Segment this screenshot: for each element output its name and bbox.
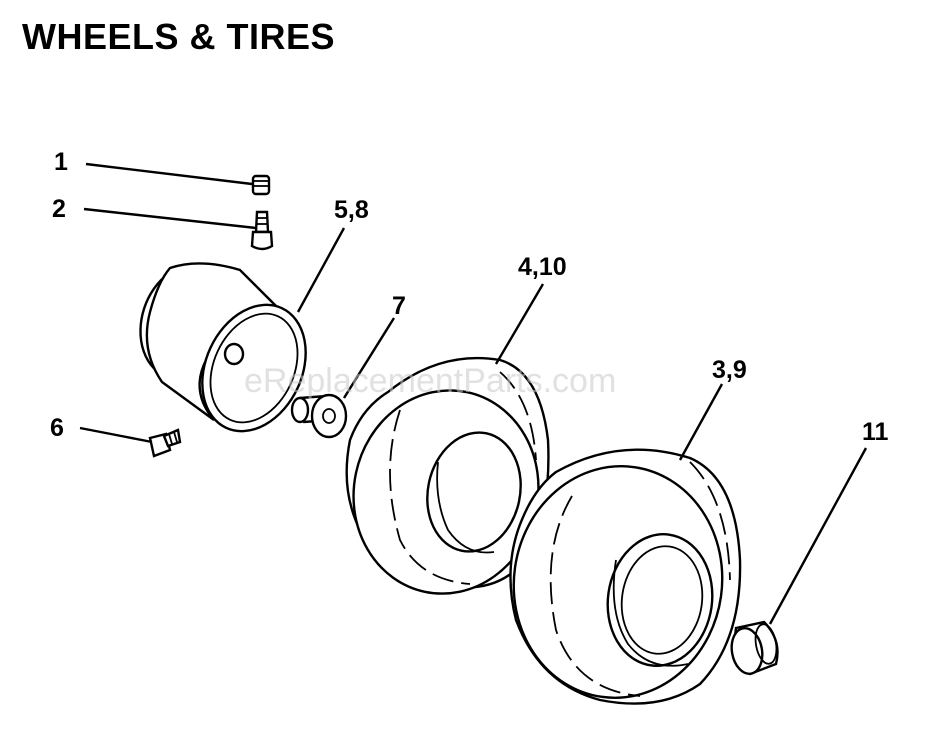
valve-stem-part[interactable] — [250, 210, 274, 251]
callout-2: 2 — [52, 195, 66, 223]
watermark: eReplacementParts.com — [244, 362, 616, 400]
leader-line-6 — [79, 426, 153, 444]
page-title: WHEELS & TIRES — [22, 16, 336, 57]
lug-bolt-part[interactable] — [148, 428, 182, 458]
leader-line-5-8 — [296, 227, 346, 313]
leader-line-2 — [83, 207, 257, 230]
callout-7: 7 — [392, 292, 406, 320]
valve-cap-part[interactable] — [251, 174, 271, 196]
front-tire-part[interactable] — [335, 356, 557, 611]
leader-line-1 — [85, 162, 253, 186]
axle-bushing-part[interactable] — [728, 620, 779, 676]
callout-5-8: 5,8 — [334, 196, 369, 224]
callout-6: 6 — [50, 414, 64, 442]
leader-line-3-9 — [678, 383, 724, 461]
callout-1: 1 — [54, 148, 68, 176]
rear-tire-part[interactable] — [499, 448, 742, 712]
leader-line-11 — [768, 447, 868, 625]
callout-4-10: 4,10 — [518, 253, 567, 281]
bushing-part[interactable] — [290, 393, 348, 439]
callout-11: 11 — [862, 418, 889, 446]
callout-3-9: 3,9 — [712, 356, 747, 384]
leader-line-7 — [342, 317, 396, 399]
leader-line-4-10 — [494, 283, 545, 365]
rim-part[interactable] — [126, 253, 325, 448]
